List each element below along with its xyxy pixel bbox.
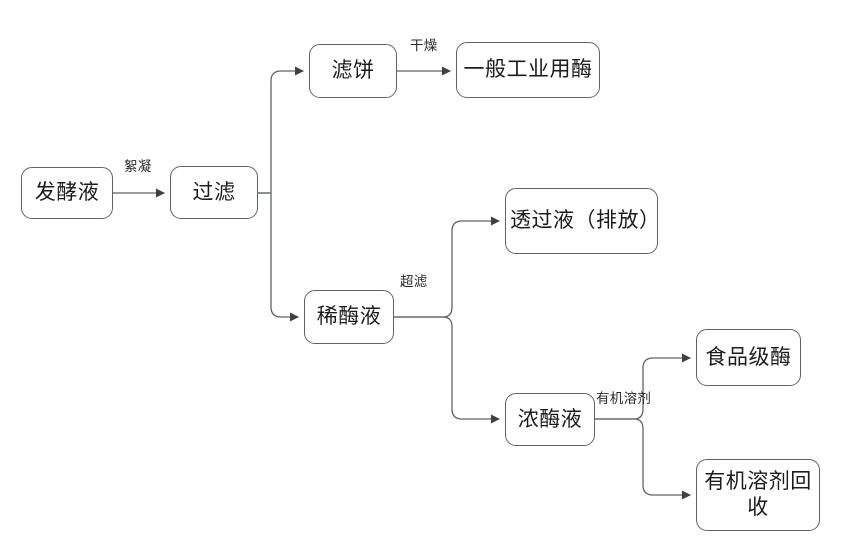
edge-concentrated-to-recovery [594, 418, 691, 500]
edge-label-drying: 干燥 [410, 39, 438, 53]
node-industrial-enzyme[interactable]: 一般工业用酶 [456, 42, 600, 98]
edge-label-text: 超滤 [400, 274, 428, 289]
edge-dilute-to-permeate [393, 216, 500, 318]
edge-dilute-to-concentrated [393, 316, 500, 424]
node-label: 稀酶液 [316, 305, 382, 329]
edge-label-text: 絮凝 [124, 159, 152, 174]
node-label: 食品级酶 [705, 345, 792, 369]
node-permeate[interactable]: 透过液（排放） [505, 188, 661, 254]
edge-label-flocculation: 絮凝 [124, 160, 152, 174]
node-label: 有机溶剂回收 [704, 470, 812, 519]
node-fermentation-broth[interactable]: 发酵液 [21, 167, 113, 219]
node-label: 浓酶液 [517, 407, 583, 431]
node-label: 透过液（排放） [510, 209, 661, 233]
node-label: 一般工业用酶 [463, 58, 593, 82]
edge-label-text: 有机溶剂 [596, 391, 652, 406]
node-dilute-enzyme[interactable]: 稀酶液 [304, 290, 394, 344]
edge-label-text: 干燥 [410, 38, 438, 53]
edge-concentrated-to-food-grade [594, 353, 691, 420]
node-label: 滤饼 [331, 59, 375, 83]
node-food-grade-enzyme[interactable]: 食品级酶 [696, 329, 801, 386]
node-concentrated-enzyme[interactable]: 浓酶液 [505, 393, 595, 446]
node-filtration[interactable]: 过滤 [170, 166, 258, 219]
edge-filtration-to-filter-cake [257, 66, 304, 194]
node-solvent-recovery[interactable]: 有机溶剂回收 [696, 459, 820, 531]
node-label: 发酵液 [34, 181, 100, 205]
node-filter-cake[interactable]: 滤饼 [309, 44, 397, 98]
edge-label-ultrafiltration: 超滤 [400, 275, 428, 289]
edge-label-organic-solvent: 有机溶剂 [596, 392, 651, 406]
node-label: 过滤 [192, 180, 236, 204]
edge-filtration-to-dilute-enzyme [257, 192, 299, 322]
